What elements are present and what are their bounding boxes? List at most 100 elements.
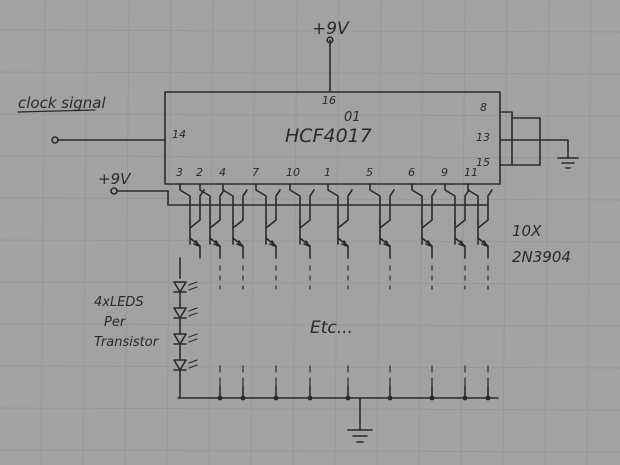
- led-body: [173, 333, 187, 345]
- pin-13-label: 13: [476, 131, 490, 144]
- ic-part-label: HCF4017: [285, 125, 372, 147]
- output-stage: 5: [366, 166, 395, 401]
- led-note-line-1: 4xLEDS: [94, 295, 144, 310]
- transistor-collector: [421, 189, 437, 229]
- transistor-arrow: [236, 240, 243, 247]
- led-light-arrows: [188, 359, 198, 369]
- transistor-arrow: [458, 240, 465, 247]
- output-stage: 9: [441, 166, 470, 401]
- output-stage: 6: [408, 166, 437, 401]
- output-stage: 10: [286, 166, 315, 401]
- transistor-arrow: [213, 240, 220, 247]
- ic-part-overwrite: 01: [344, 110, 361, 125]
- led-light-arrows: [188, 307, 198, 317]
- output-pin-label: 7: [252, 166, 259, 179]
- output-pin-label: 10: [286, 166, 300, 179]
- transistor-collector: [189, 189, 205, 229]
- output-wire: [369, 183, 381, 225]
- supply-top-terminal: [326, 36, 334, 44]
- supply-top-label: +9V: [312, 19, 350, 39]
- ic-chip-body: [164, 91, 501, 185]
- output-pin-label: 4: [219, 166, 226, 179]
- transistor-part-label: 2N3904: [512, 248, 571, 266]
- output-wire: [289, 183, 301, 225]
- transistor-emitter: [189, 237, 201, 259]
- output-stage: 3: [176, 166, 205, 259]
- output-wire: [444, 183, 456, 225]
- output-pin-label: 5: [366, 166, 373, 179]
- clock-terminal: [51, 136, 59, 144]
- transistor-emitter: [337, 237, 349, 259]
- transistor-arrow: [303, 240, 310, 247]
- output-wire: [199, 183, 211, 225]
- supply-left-label: +9V: [98, 170, 132, 188]
- output-pin-label: 6: [408, 166, 415, 179]
- transistor-collector: [299, 189, 315, 229]
- transistor-emitter: [299, 237, 311, 259]
- transistor-arrow: [269, 240, 276, 247]
- transistor-emitter: [232, 237, 244, 259]
- output-pin-label: 2: [196, 166, 203, 179]
- transistor-arrow: [481, 240, 488, 247]
- collector-rail: [167, 190, 489, 206]
- transistor-collector: [337, 189, 353, 229]
- led-light-arrows: [188, 333, 198, 343]
- transistor-collector: [209, 189, 225, 229]
- transistor-collector: [454, 189, 470, 229]
- led-column: [173, 257, 198, 399]
- output-wire: [179, 183, 191, 225]
- led: [173, 359, 198, 387]
- transistor-arrow: [341, 240, 348, 247]
- output-wire: [255, 183, 267, 225]
- led-light-arrows: [188, 281, 198, 291]
- led: [173, 281, 198, 309]
- pin-clock-label: 14: [172, 128, 186, 141]
- transistor-arrow: [383, 240, 390, 247]
- etc-label: Etc...: [310, 318, 353, 338]
- clock-underline: [17, 109, 96, 113]
- pin-8-label: 8: [480, 101, 487, 114]
- output-stage: 11: [464, 166, 493, 401]
- transistor-emitter: [477, 237, 489, 259]
- output-wire: [222, 183, 234, 225]
- clock-signal-label: clock signal: [18, 94, 106, 112]
- led: [173, 307, 198, 335]
- transistor-collector: [232, 189, 248, 229]
- output-stage: 4: [219, 166, 248, 401]
- transistor-collector: [379, 189, 395, 229]
- led-body: [173, 281, 187, 293]
- transistor-emitter: [265, 237, 277, 259]
- pin-13-wire: [499, 139, 569, 159]
- transistor-arrow: [425, 240, 432, 247]
- transistor-arrow: [193, 240, 200, 247]
- pin-15-wire: [499, 139, 541, 166]
- transistor-collector: [477, 189, 493, 229]
- output-stage: 1: [324, 166, 353, 401]
- pin-15-label: 15: [476, 156, 490, 169]
- output-pin-label: 3: [176, 166, 183, 179]
- output-pin-label: 11: [464, 166, 478, 179]
- transistor-count-label: 10X: [512, 222, 542, 240]
- output-wire: [411, 183, 423, 225]
- led-body: [173, 359, 187, 371]
- transistor-collector: [265, 189, 281, 229]
- ground-symbol-bottom: [347, 429, 373, 443]
- transistor-emitter: [209, 237, 221, 259]
- transistor-emitter: [379, 237, 391, 259]
- led-note-line-2: Per: [104, 315, 127, 330]
- transistor-emitter: [454, 237, 466, 259]
- led-note-line-3: Transistor: [94, 335, 160, 350]
- output-wire: [327, 183, 339, 225]
- output-wire: [467, 183, 479, 225]
- led: [173, 333, 198, 361]
- output-pin-label: 9: [441, 166, 448, 179]
- output-pin-label: 1: [324, 166, 331, 179]
- output-stage: 7: [252, 166, 281, 401]
- led-body: [173, 307, 187, 319]
- transistor-emitter: [421, 237, 433, 259]
- pin-vdd-label: 16: [322, 94, 336, 107]
- ground-symbol-right: [557, 157, 579, 169]
